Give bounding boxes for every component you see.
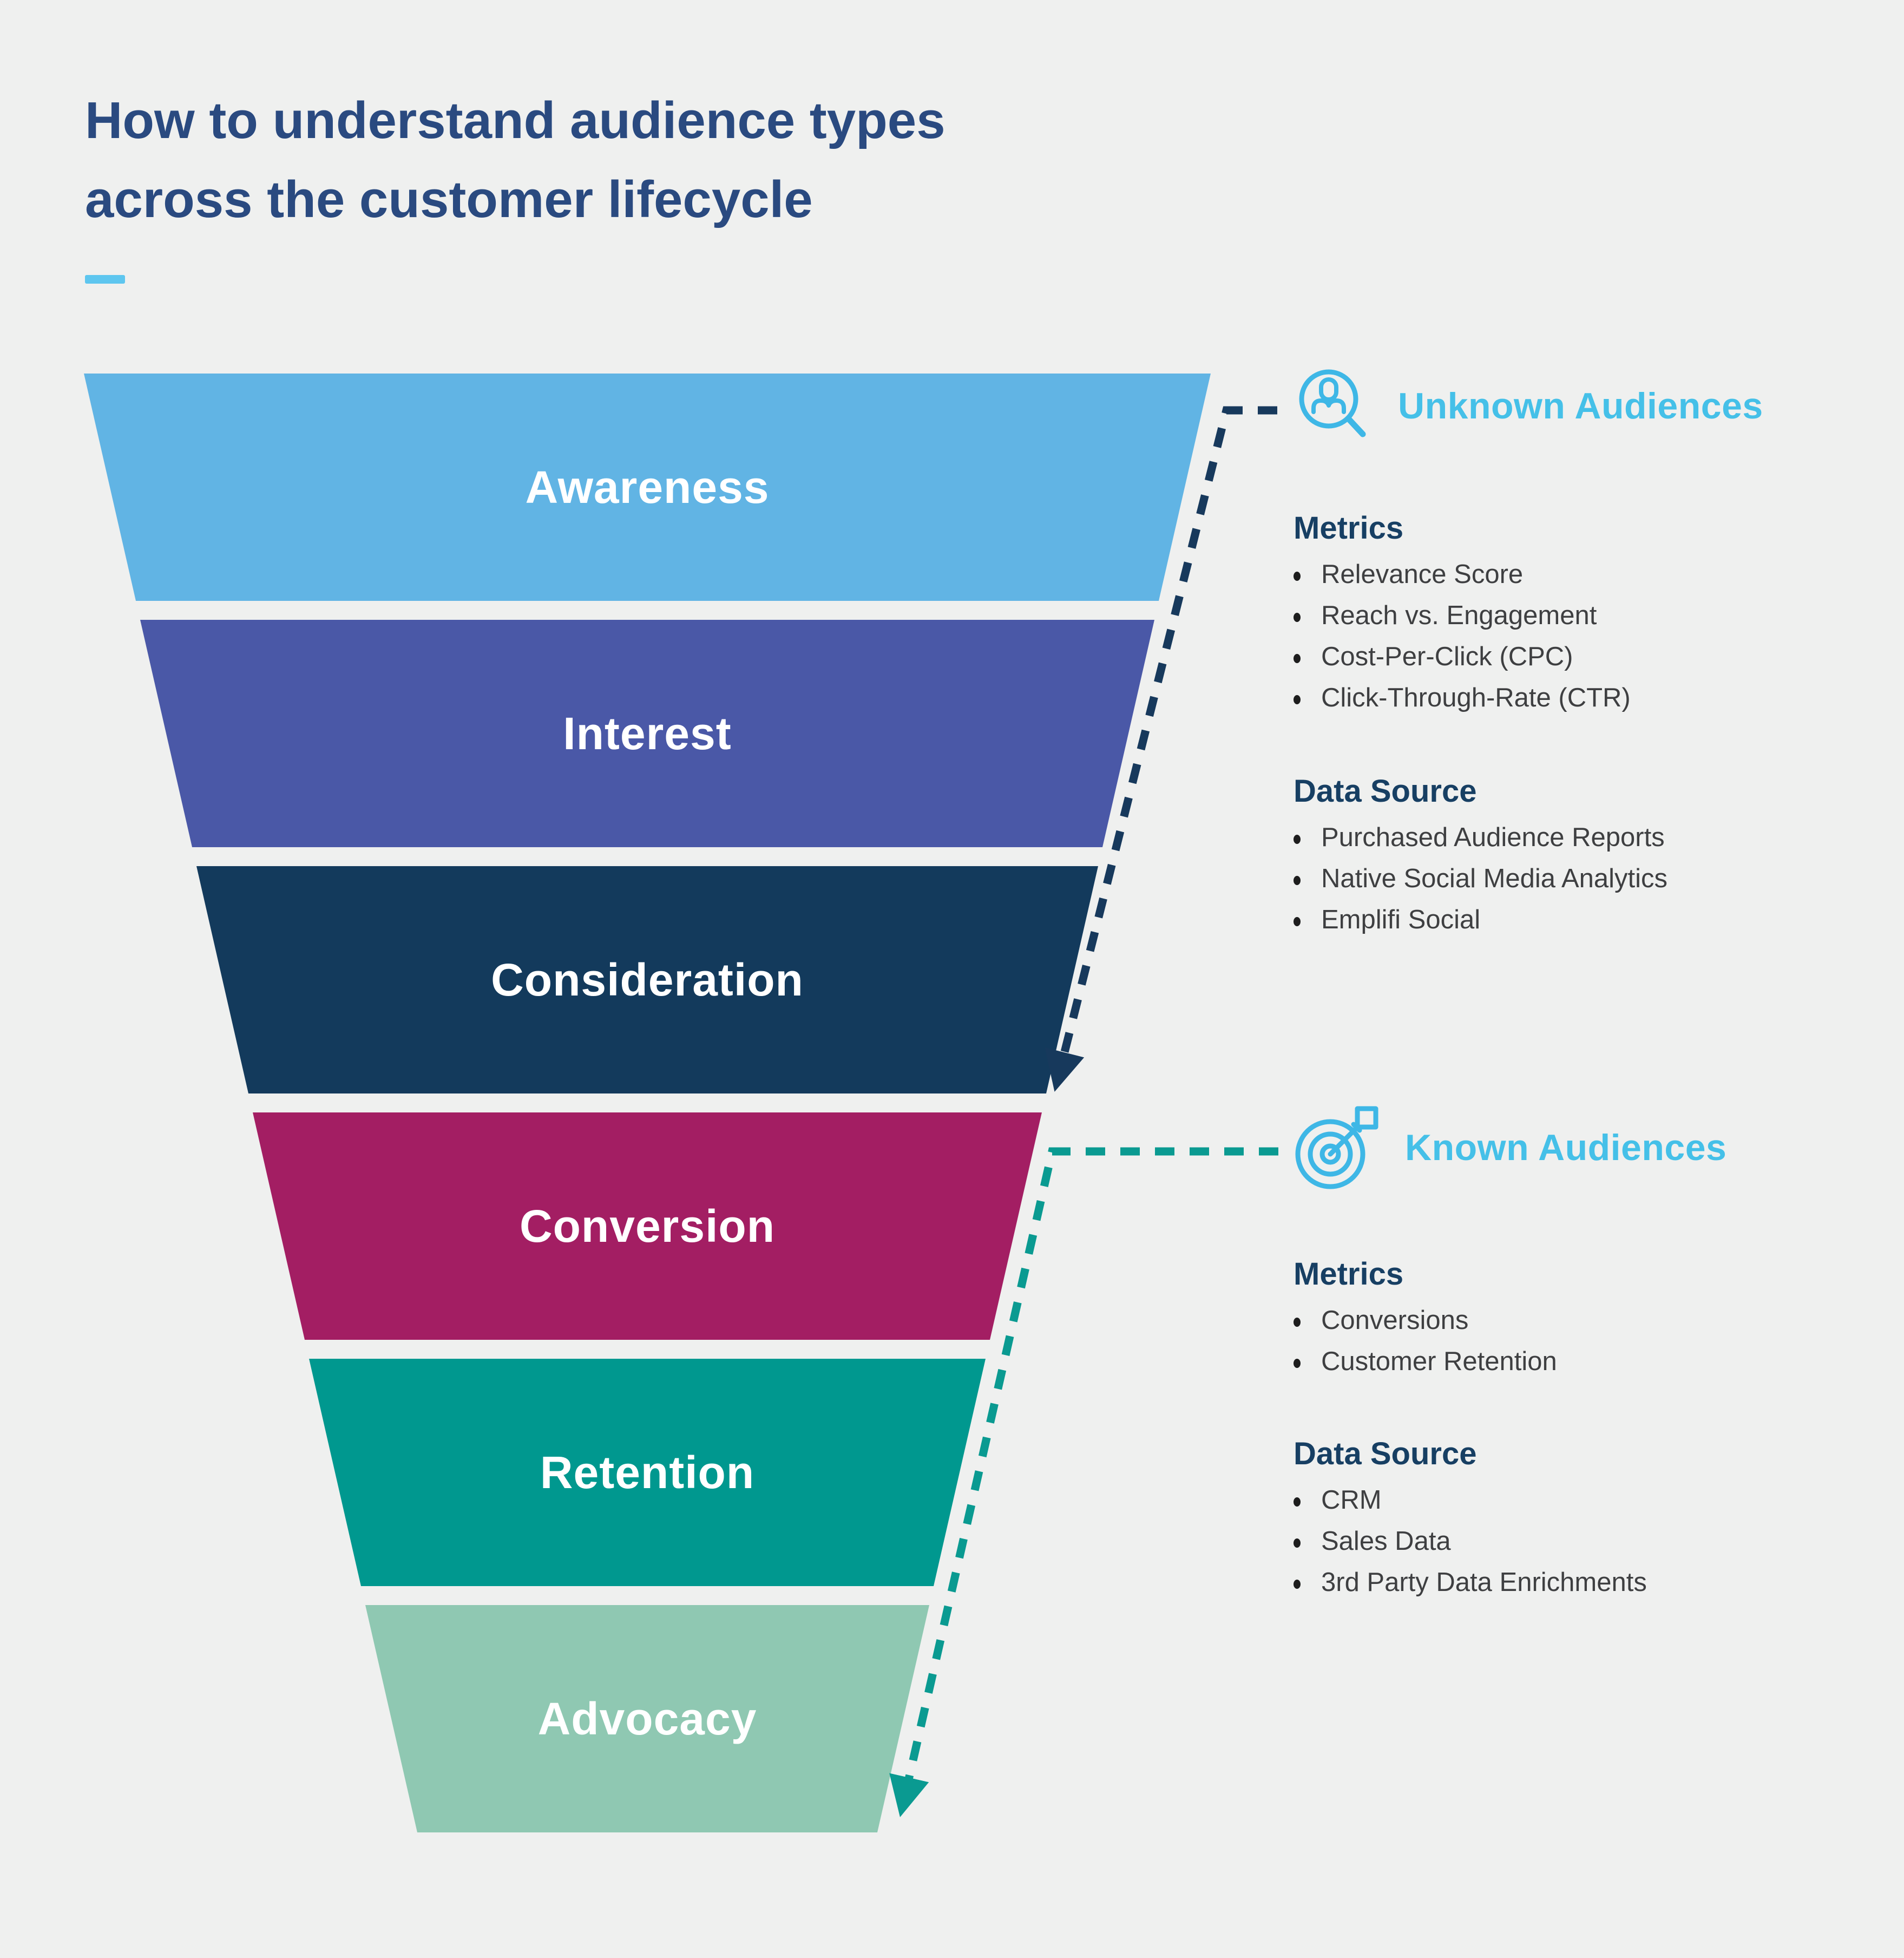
funnel-stage-advocacy: Advocacy [365,1605,929,1832]
metric-item: Click-Through-Rate (CTR) [1294,677,1878,718]
stage-label-consideration: Consideration [491,954,804,1005]
metric-item: Conversions [1294,1300,1878,1341]
data-source-item: Emplifi Social [1294,899,1878,940]
funnel-stage-interest: Interest [140,620,1154,847]
page-title: How to understand audience types across … [85,81,946,239]
bullet-dot [1294,834,1301,844]
title-accent-dash [85,275,125,284]
data-source-heading: Data Source [1294,1436,1477,1471]
bullet-dot [1294,1317,1301,1327]
bullet-dot [1294,653,1301,663]
data-source-item: Purchased Audience Reports [1294,817,1878,858]
unknown-audiences-heading: Unknown Audiences [1398,385,1763,427]
data-source-item: Sales Data [1294,1521,1878,1562]
page-title-line2: across the customer lifecycle [85,171,813,228]
bullet-dot [1294,1579,1301,1589]
stage-label-interest: Interest [563,708,732,759]
metric-item: Relevance Score [1294,554,1878,595]
unknown-data-source-block: Data Source Purchased Audience Reports N… [1294,773,1878,940]
bullet-dot [1294,1538,1301,1548]
bullet-dot [1294,916,1301,926]
metrics-heading: Metrics [1294,510,1404,546]
bullet-dot [1294,1358,1301,1368]
metric-item: Cost-Per-Click (CPC) [1294,636,1878,677]
bullet-dot [1294,612,1301,622]
target-arrow-icon [1295,1106,1378,1189]
stage-label-conversion: Conversion [519,1200,776,1252]
user-search-icon [1299,369,1366,437]
data-source-item: 3rd Party Data Enrichments [1294,1562,1878,1603]
unknown-metrics-block: Metrics Relevance Score Reach vs. Engage… [1294,510,1878,718]
data-source-item: CRM [1294,1479,1878,1521]
bullet-dot [1294,571,1301,581]
known-data-source-block: Data Source CRM Sales Data 3rd Party Dat… [1294,1436,1878,1603]
bullet-dot [1294,875,1301,885]
metric-item: Reach vs. Engagement [1294,595,1878,636]
unknown-audiences-header: Unknown Audiences [1293,365,1763,447]
funnel-stage-consideration: Consideration [196,866,1098,1093]
stage-label-awareness: Awareness [525,461,770,513]
metric-item: Customer Retention [1294,1341,1878,1382]
known-audiences-heading: Known Audiences [1405,1127,1727,1168]
bullet-dot [1294,695,1301,704]
data-source-heading: Data Source [1294,774,1477,809]
data-source-item: Native Social Media Analytics [1294,858,1878,899]
bullet-dot [1294,1497,1301,1507]
stage-label-advocacy: Advocacy [537,1693,757,1744]
known-metrics-block: Metrics Conversions Customer Retention [1294,1256,1878,1382]
stage-label-retention: Retention [540,1446,755,1498]
page-title-line1: How to understand audience types [85,91,946,149]
metrics-heading: Metrics [1294,1256,1404,1292]
funnel-stage-retention: Retention [309,1359,986,1586]
funnel-stage-conversion: Conversion [253,1112,1042,1340]
funnel-stage-awareness: Awareness [84,374,1211,601]
known-audiences-header: Known Audiences [1288,1099,1726,1196]
